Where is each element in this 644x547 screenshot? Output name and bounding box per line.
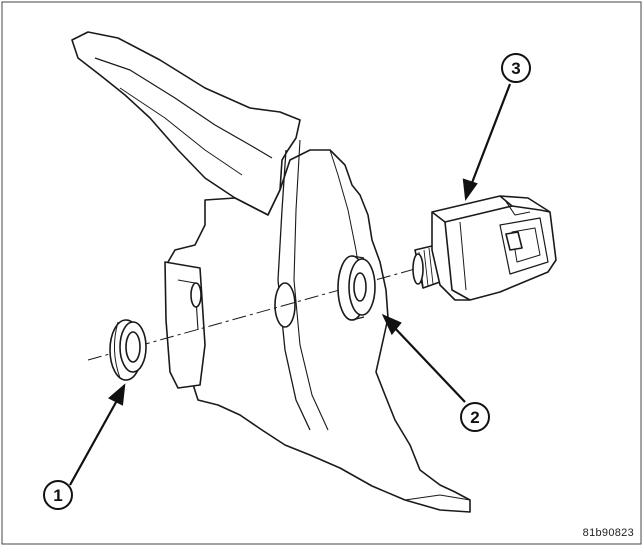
callout-label-2: 2 <box>470 408 479 427</box>
callout-label-1: 1 <box>53 486 62 505</box>
figure-code: 81b90823 <box>582 527 634 539</box>
trim-panel <box>71 31 471 513</box>
front-grommet <box>109 319 147 381</box>
rear-grommet <box>337 255 376 321</box>
callout-3: 3 <box>501 53 531 83</box>
switch-module <box>412 195 557 301</box>
leader-arrow-1 <box>69 394 121 486</box>
callout-2: 2 <box>460 402 490 432</box>
leader-arrow-3 <box>468 83 512 189</box>
callout-1: 1 <box>43 480 73 510</box>
leader-lines <box>69 83 512 486</box>
leader-arrow-2 <box>391 324 466 403</box>
callout-label-3: 3 <box>511 59 520 78</box>
